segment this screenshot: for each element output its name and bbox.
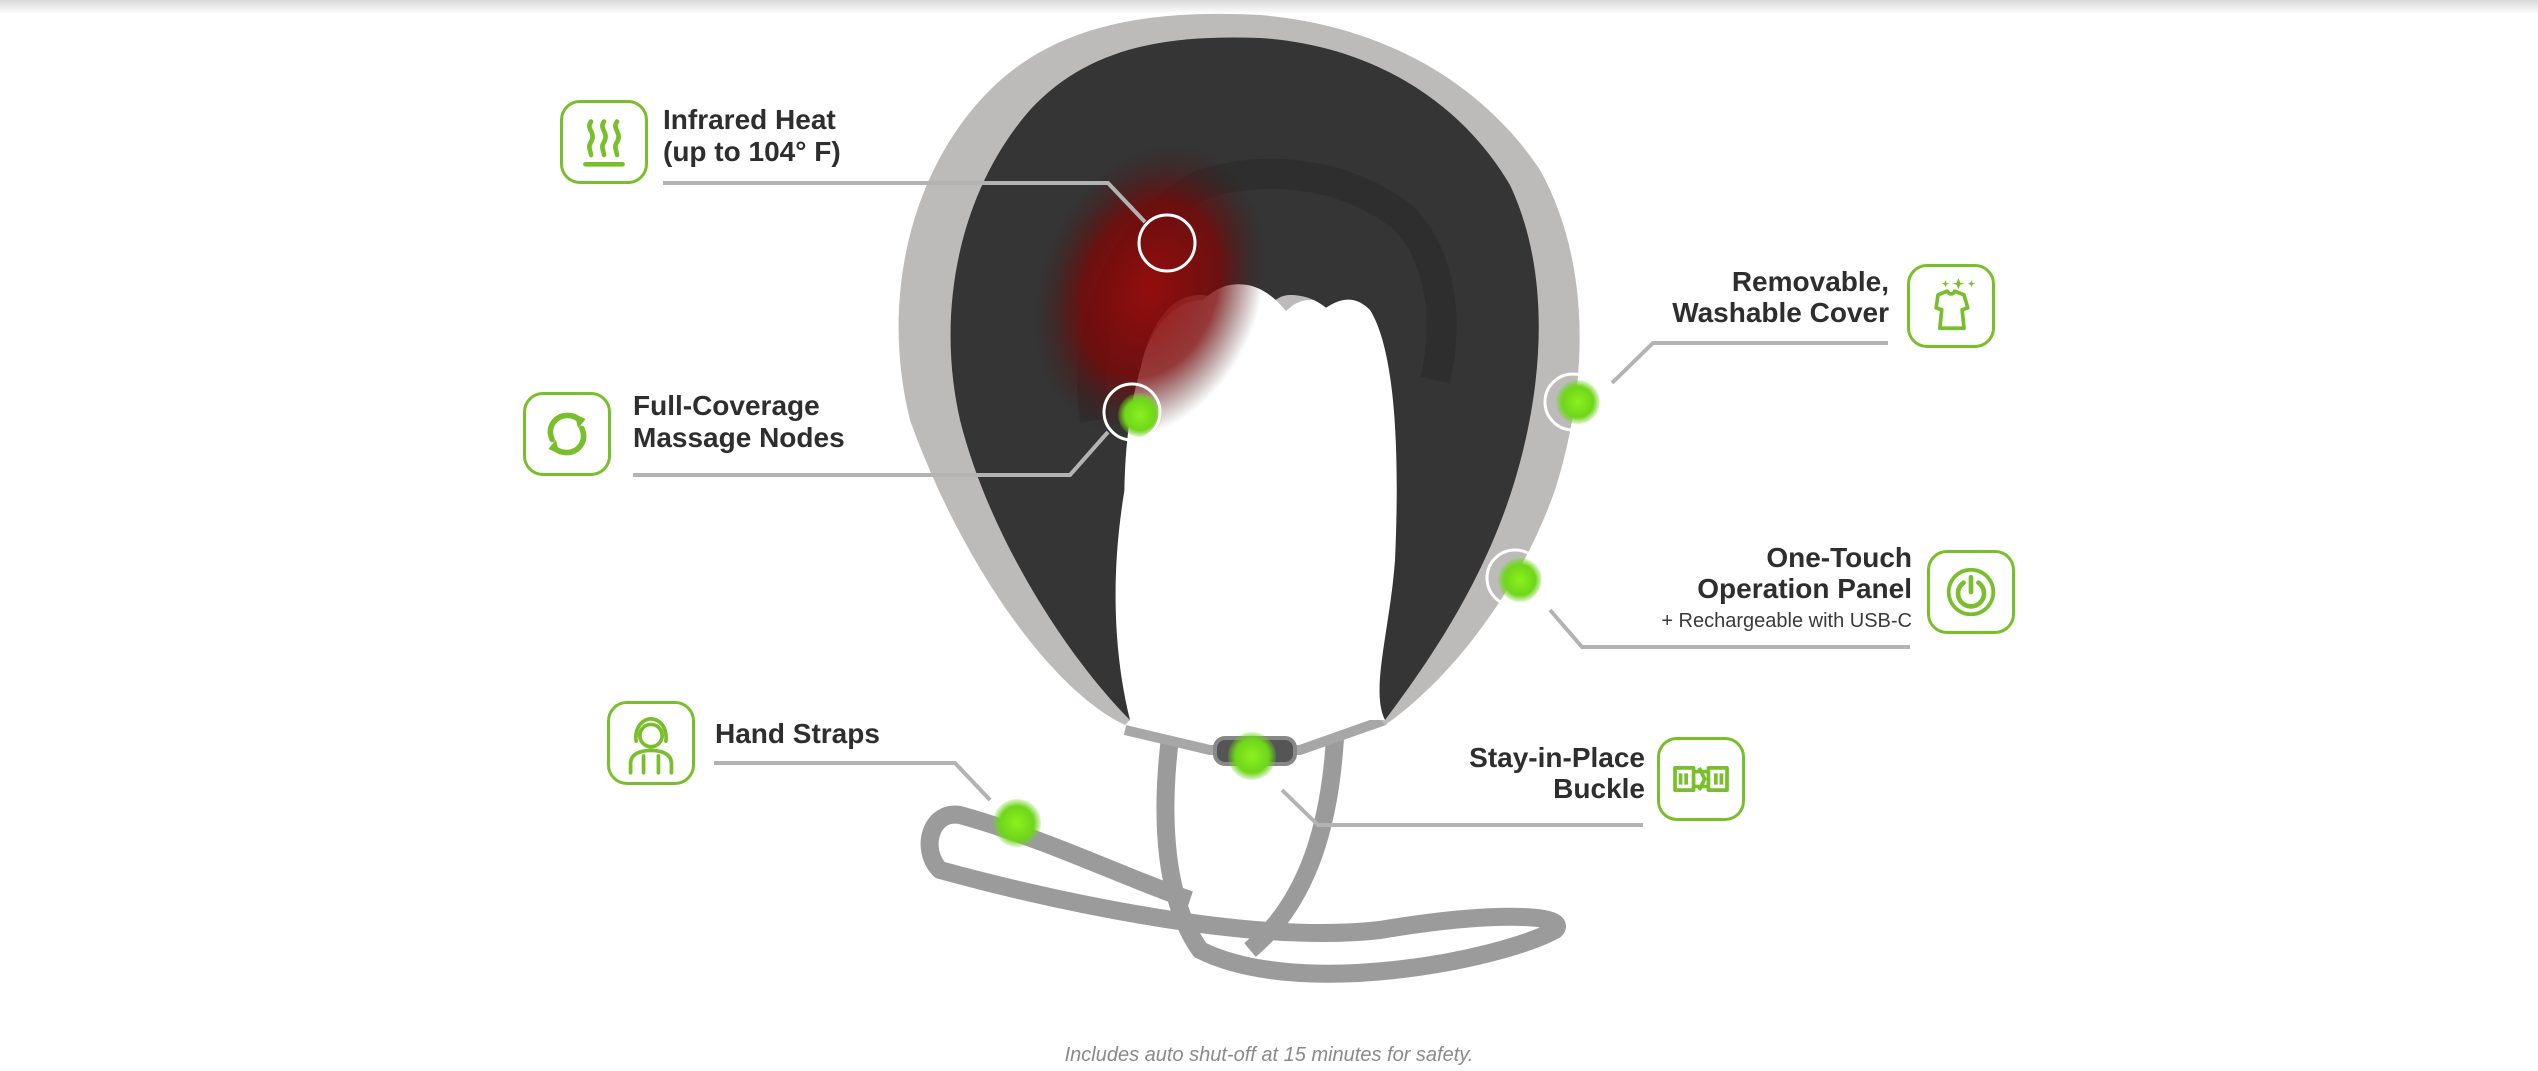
feature-buckle-title-2: Buckle xyxy=(1553,773,1645,804)
buckle-icon xyxy=(1673,766,1729,792)
feature-heat-title-1: Infrared Heat xyxy=(663,104,836,135)
leader-line-buckle xyxy=(1280,788,1643,827)
feature-panel-subtitle: + Rechargeable with USB-C xyxy=(1661,610,1912,632)
safety-footnote: Includes auto shut-off at 15 minutes for… xyxy=(1064,1044,1474,1066)
feature-heat-title-2: (up to 104° F) xyxy=(663,136,841,167)
feature-cover-title-2: Washable Cover xyxy=(1672,297,1889,328)
heat-icon-box xyxy=(560,100,648,184)
panel-icon-box xyxy=(1927,550,2015,634)
feature-massage-title-1: Full-Coverage xyxy=(633,390,820,421)
straps-icon-box xyxy=(607,701,695,785)
heat-waves-icon xyxy=(583,119,625,167)
infrared-heat-zone xyxy=(1034,144,1266,436)
buckle-icon-box xyxy=(1657,737,1745,821)
feature-panel-title-1: One-Touch xyxy=(1766,542,1912,573)
feature-panel-title-2: Operation Panel xyxy=(1697,573,1912,604)
leader-line-panel xyxy=(1548,608,1910,649)
leader-lines xyxy=(633,181,1910,827)
leader-line-straps xyxy=(714,761,992,802)
hotspot-panel xyxy=(1485,548,1545,608)
feature-massage-title-2: Massage Nodes xyxy=(633,422,845,453)
hotspot-massage xyxy=(1102,382,1162,442)
leader-line-cover xyxy=(1610,341,1888,385)
hotspot-massage-fill xyxy=(1118,393,1162,437)
hotspot-straps-fill xyxy=(993,799,1041,847)
hotspot-buckle-fill xyxy=(1228,732,1276,780)
power-icon xyxy=(1946,567,1996,617)
strap-loop xyxy=(920,736,1566,983)
leader-line-heat xyxy=(663,181,1147,224)
hotspot-heat xyxy=(1137,213,1197,273)
massage-icon-box xyxy=(523,392,611,476)
hotspot-cover-fill xyxy=(1556,380,1600,424)
sparkle-shirt-icon xyxy=(1934,278,1976,331)
hotspot-markers xyxy=(993,213,1603,847)
feature-cover-title-1: Removable, xyxy=(1731,266,1889,297)
feature-straps-title: Hand Straps xyxy=(715,718,880,749)
hotspot-panel-fill xyxy=(1498,558,1542,602)
person-hood-icon xyxy=(628,717,674,775)
hotspot-cover xyxy=(1543,372,1603,432)
leader-line-massage xyxy=(633,430,1110,477)
header-shadow xyxy=(0,0,2538,14)
refresh-cycle-icon xyxy=(547,412,587,456)
feature-buckle-title-1: Stay-in-Place xyxy=(1469,742,1645,773)
cover-icon-box xyxy=(1907,264,1995,348)
